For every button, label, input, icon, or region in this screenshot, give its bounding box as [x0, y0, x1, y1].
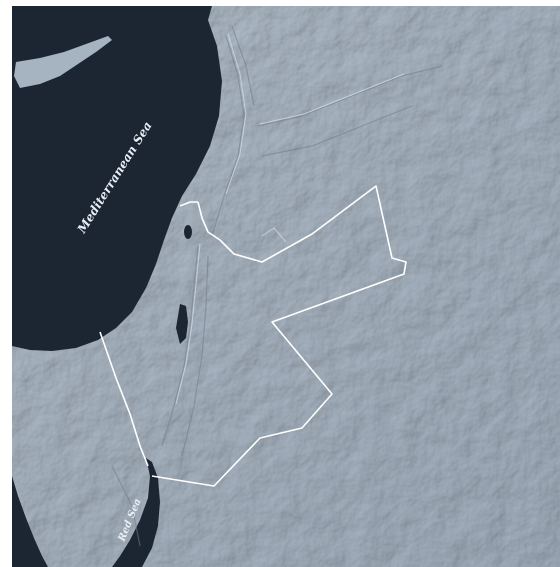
borders [99, 185, 407, 487]
red-sea [112, 458, 160, 567]
mountain-ridges [111, 25, 443, 547]
sea-of-galilee [184, 225, 192, 239]
relief-map: Mediterranean Sea Red Sea [12, 6, 560, 567]
dead-sea [176, 304, 188, 344]
egypt-israel-border [99, 331, 149, 467]
mediterranean-sea [12, 6, 222, 351]
gulf-of-suez [12, 476, 48, 567]
relief-map-svg: Mediterranean Sea Red Sea [12, 6, 560, 567]
cyprus-island [14, 36, 112, 88]
jordan-border [151, 185, 407, 487]
lebanon-border [179, 201, 198, 207]
highlight-ridges [175, 33, 405, 405]
